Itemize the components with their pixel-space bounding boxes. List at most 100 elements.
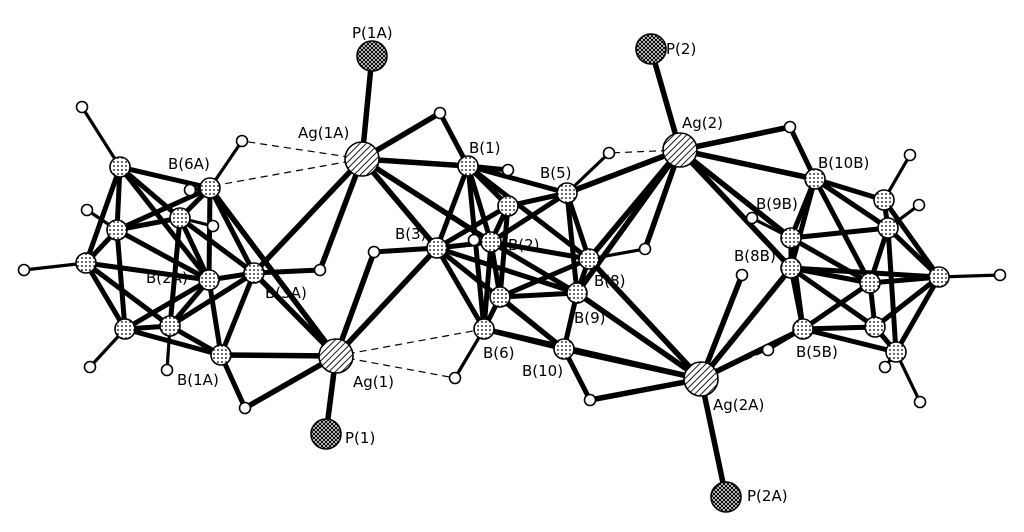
hydrogen-atom	[75, 100, 89, 114]
atom-label-b6: B(6)	[483, 344, 515, 362]
atom-label-p1a: P(1A)	[352, 24, 393, 42]
boron-atom	[75, 252, 97, 274]
hydrogen-atom	[433, 106, 447, 120]
boron-atom	[159, 315, 181, 337]
bond-line	[564, 190, 580, 296]
atom-label-b3: B(3)	[395, 225, 427, 243]
bond-line	[317, 156, 365, 273]
bond-line	[677, 147, 818, 182]
atom-label-p1: P(1)	[345, 429, 375, 447]
bond-line	[251, 267, 323, 276]
boron-atom-b1a	[210, 344, 232, 366]
boron-atom	[877, 217, 899, 239]
boron-atom-b9	[566, 282, 588, 304]
bond-line	[885, 225, 899, 355]
silver-atom-ag2	[662, 132, 698, 168]
hydrogen-atom	[903, 148, 917, 162]
hydrogen-atom	[448, 371, 462, 385]
bond-line	[333, 249, 377, 359]
bond-line	[812, 176, 891, 231]
bond-line	[117, 164, 183, 221]
boron-atom	[864, 316, 886, 338]
atom-label-b5: B(5)	[540, 164, 572, 182]
boron-atom-b3a	[243, 262, 265, 284]
hydrogen-atom	[235, 134, 249, 148]
bond-line	[800, 326, 899, 355]
atom-label-b9b: B(9B)	[756, 195, 798, 213]
bond-line	[114, 227, 212, 283]
hydrogen-atom	[912, 198, 926, 212]
agostic-contact-line	[335, 355, 456, 379]
boron-atom-b5b	[792, 318, 814, 340]
bond-line	[206, 277, 224, 358]
bond-line	[788, 265, 878, 330]
bond-line	[167, 215, 183, 329]
hydrogen-atom	[160, 363, 174, 377]
bond-line	[434, 245, 487, 332]
hydrogen-atom	[183, 183, 197, 197]
bond-line	[564, 147, 683, 196]
hydrogen-atom	[638, 242, 652, 256]
boron-atom	[489, 286, 511, 308]
bond-line	[114, 227, 128, 332]
bond-line	[122, 326, 224, 358]
hydrogen-atom	[761, 343, 775, 357]
atom-label-b6a: B(6A)	[168, 155, 210, 173]
hydrogen-atom	[583, 393, 597, 407]
phosphorus-atom-p1	[310, 418, 342, 450]
bond-line	[677, 124, 793, 153]
bond-line	[677, 147, 794, 271]
boron-atom-b2	[480, 231, 502, 253]
agostic-contact-line	[241, 140, 363, 160]
bond-line	[800, 280, 873, 332]
boron-atom-b2a	[198, 269, 220, 291]
atom-label-b8: B(8)	[594, 272, 626, 290]
hydrogen-atom	[735, 268, 749, 282]
bond-line	[117, 164, 213, 191]
hydrogen-atom	[238, 401, 252, 415]
atom-label-b5b: B(5B)	[796, 343, 838, 361]
boron-atom	[928, 266, 950, 288]
bond-line	[177, 215, 212, 283]
bond-line	[465, 163, 487, 332]
bond-line	[83, 260, 128, 332]
phosphorus-atom-p2a	[710, 481, 742, 513]
bond-line	[83, 164, 123, 266]
bond-line	[788, 235, 873, 286]
agostic-contact-line	[335, 328, 485, 357]
boron-atom-b6	[473, 318, 495, 340]
hydrogen-atom	[602, 146, 616, 160]
bond-line	[893, 274, 942, 355]
hydrogen-atom	[83, 360, 97, 374]
atom-label-b8b: B(8B)	[734, 247, 776, 265]
bond-line	[218, 270, 257, 358]
bond-line	[497, 203, 511, 300]
silver-atom-ag2a	[683, 361, 719, 397]
atom-label-ag2: Ag(2)	[682, 114, 723, 132]
bond-line	[497, 256, 592, 300]
bond-line	[465, 163, 570, 196]
boron-atom-b10	[553, 338, 575, 360]
hydrogen-atom	[206, 219, 220, 233]
boron-atom	[885, 341, 907, 363]
silver-atom-ag1a	[344, 141, 380, 177]
hydrogen-atom	[878, 360, 892, 374]
hydrogen-atom	[367, 245, 381, 259]
hydrogen-atom	[17, 263, 31, 277]
bond-line	[885, 225, 942, 280]
atom-label-p2a: P(2A)	[747, 487, 788, 505]
atom-label-b9: B(9)	[574, 309, 606, 327]
atoms	[17, 33, 1007, 513]
atom-label-ag1a: Ag(1A)	[298, 124, 349, 142]
bond-line	[867, 274, 942, 286]
bond-line	[177, 215, 257, 276]
bond-line	[434, 163, 471, 251]
bond-line	[698, 272, 745, 382]
boron-atom	[109, 156, 131, 178]
boron-atom-b9b	[780, 227, 802, 249]
bond-line	[83, 260, 173, 329]
bond-line	[586, 256, 704, 382]
bh-bond-line	[80, 105, 122, 169]
bond-line	[481, 326, 704, 382]
